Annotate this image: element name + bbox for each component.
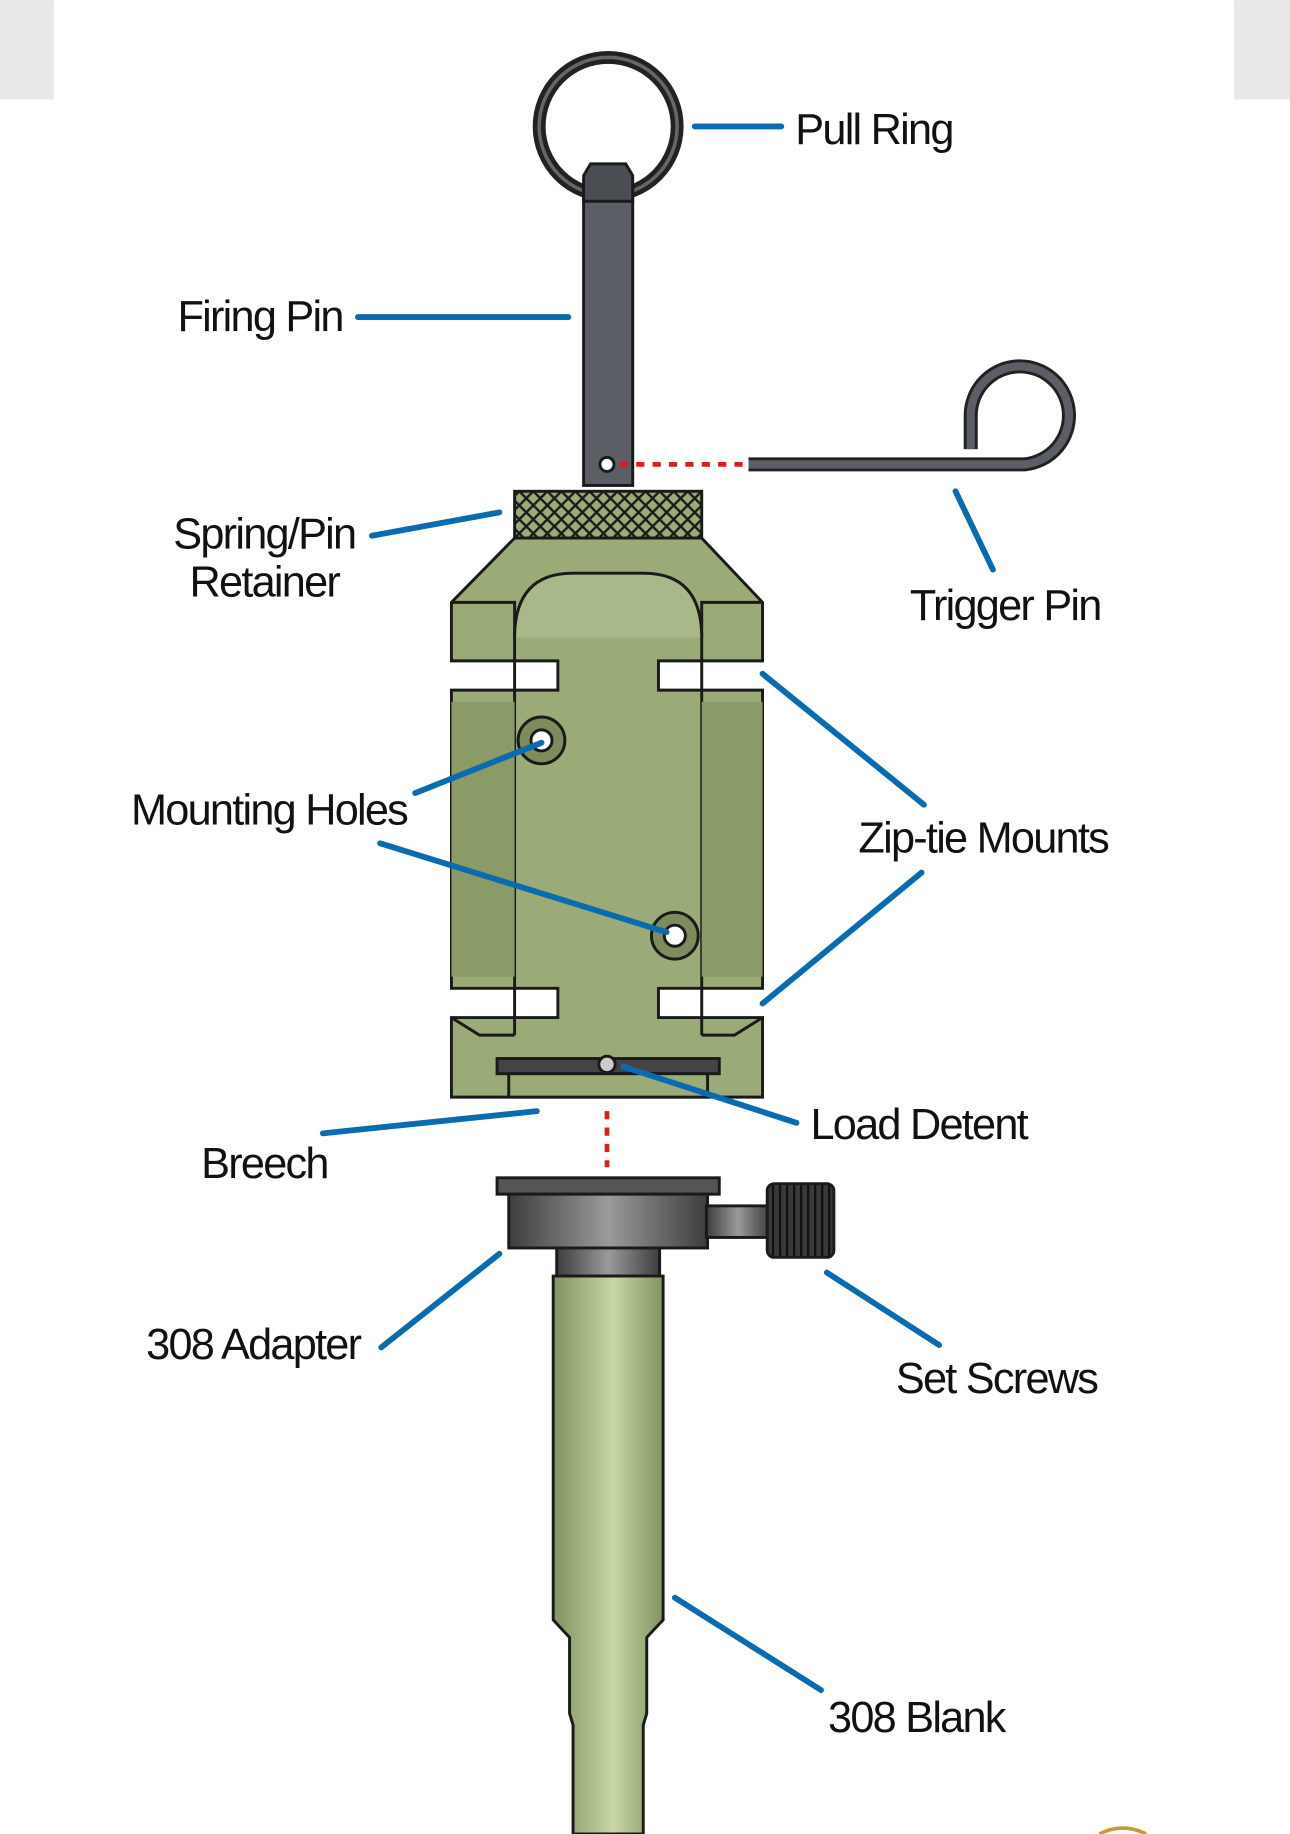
load-detent: [597, 1054, 617, 1075]
leader-mounting-hole-2: [377, 840, 670, 936]
launcher-body: [449, 536, 765, 1099]
label-zip-tie-mounts: Zip-tie Mounts: [858, 815, 1109, 863]
leader-breech: [319, 1108, 540, 1137]
label-trigger-pin: Trigger Pin: [910, 582, 1101, 630]
left-edge-panel: [0, 0, 54, 100]
leader-trigger-pin: [952, 488, 996, 573]
leader-set-screws: [823, 1269, 943, 1348]
corner-decoration: [1098, 1826, 1147, 1834]
leader-zip-tie-1: [759, 670, 927, 808]
trigger-pin: [748, 359, 1076, 472]
label-breech: Breech: [201, 1140, 328, 1188]
set-screw: [704, 1204, 772, 1239]
spring-pin-retainer: [513, 489, 704, 540]
leader-load-detent: [620, 1063, 800, 1126]
label-set-screws: Set Screws: [896, 1355, 1098, 1403]
label-pull-ring: Pull Ring: [795, 106, 952, 154]
label-308-adapter: 308 Adapter: [146, 1321, 361, 1369]
adapter-308: [495, 1176, 836, 1259]
leader-retainer: [368, 509, 503, 539]
leader-zip-tie-2: [759, 869, 925, 1007]
label-308-blank: 308 Blank: [828, 1694, 1007, 1742]
firing-pin: [582, 162, 635, 487]
leader-mounting-hole-1: [412, 739, 545, 796]
label-mounting-holes: Mounting Holes: [131, 787, 408, 835]
right-edge-panel: [1233, 0, 1290, 100]
label-retainer-line2: Retainer: [190, 559, 341, 607]
label-load-detent: Load Detent: [810, 1101, 1028, 1149]
label-retainer-line1: Spring/Pin: [173, 511, 355, 559]
label-firing-pin: Firing Pin: [177, 293, 342, 341]
leader-adapter: [378, 1250, 503, 1351]
blank-308: [551, 1246, 665, 1834]
set-screw-knob: [765, 1182, 836, 1259]
leader-blank: [671, 1594, 824, 1693]
